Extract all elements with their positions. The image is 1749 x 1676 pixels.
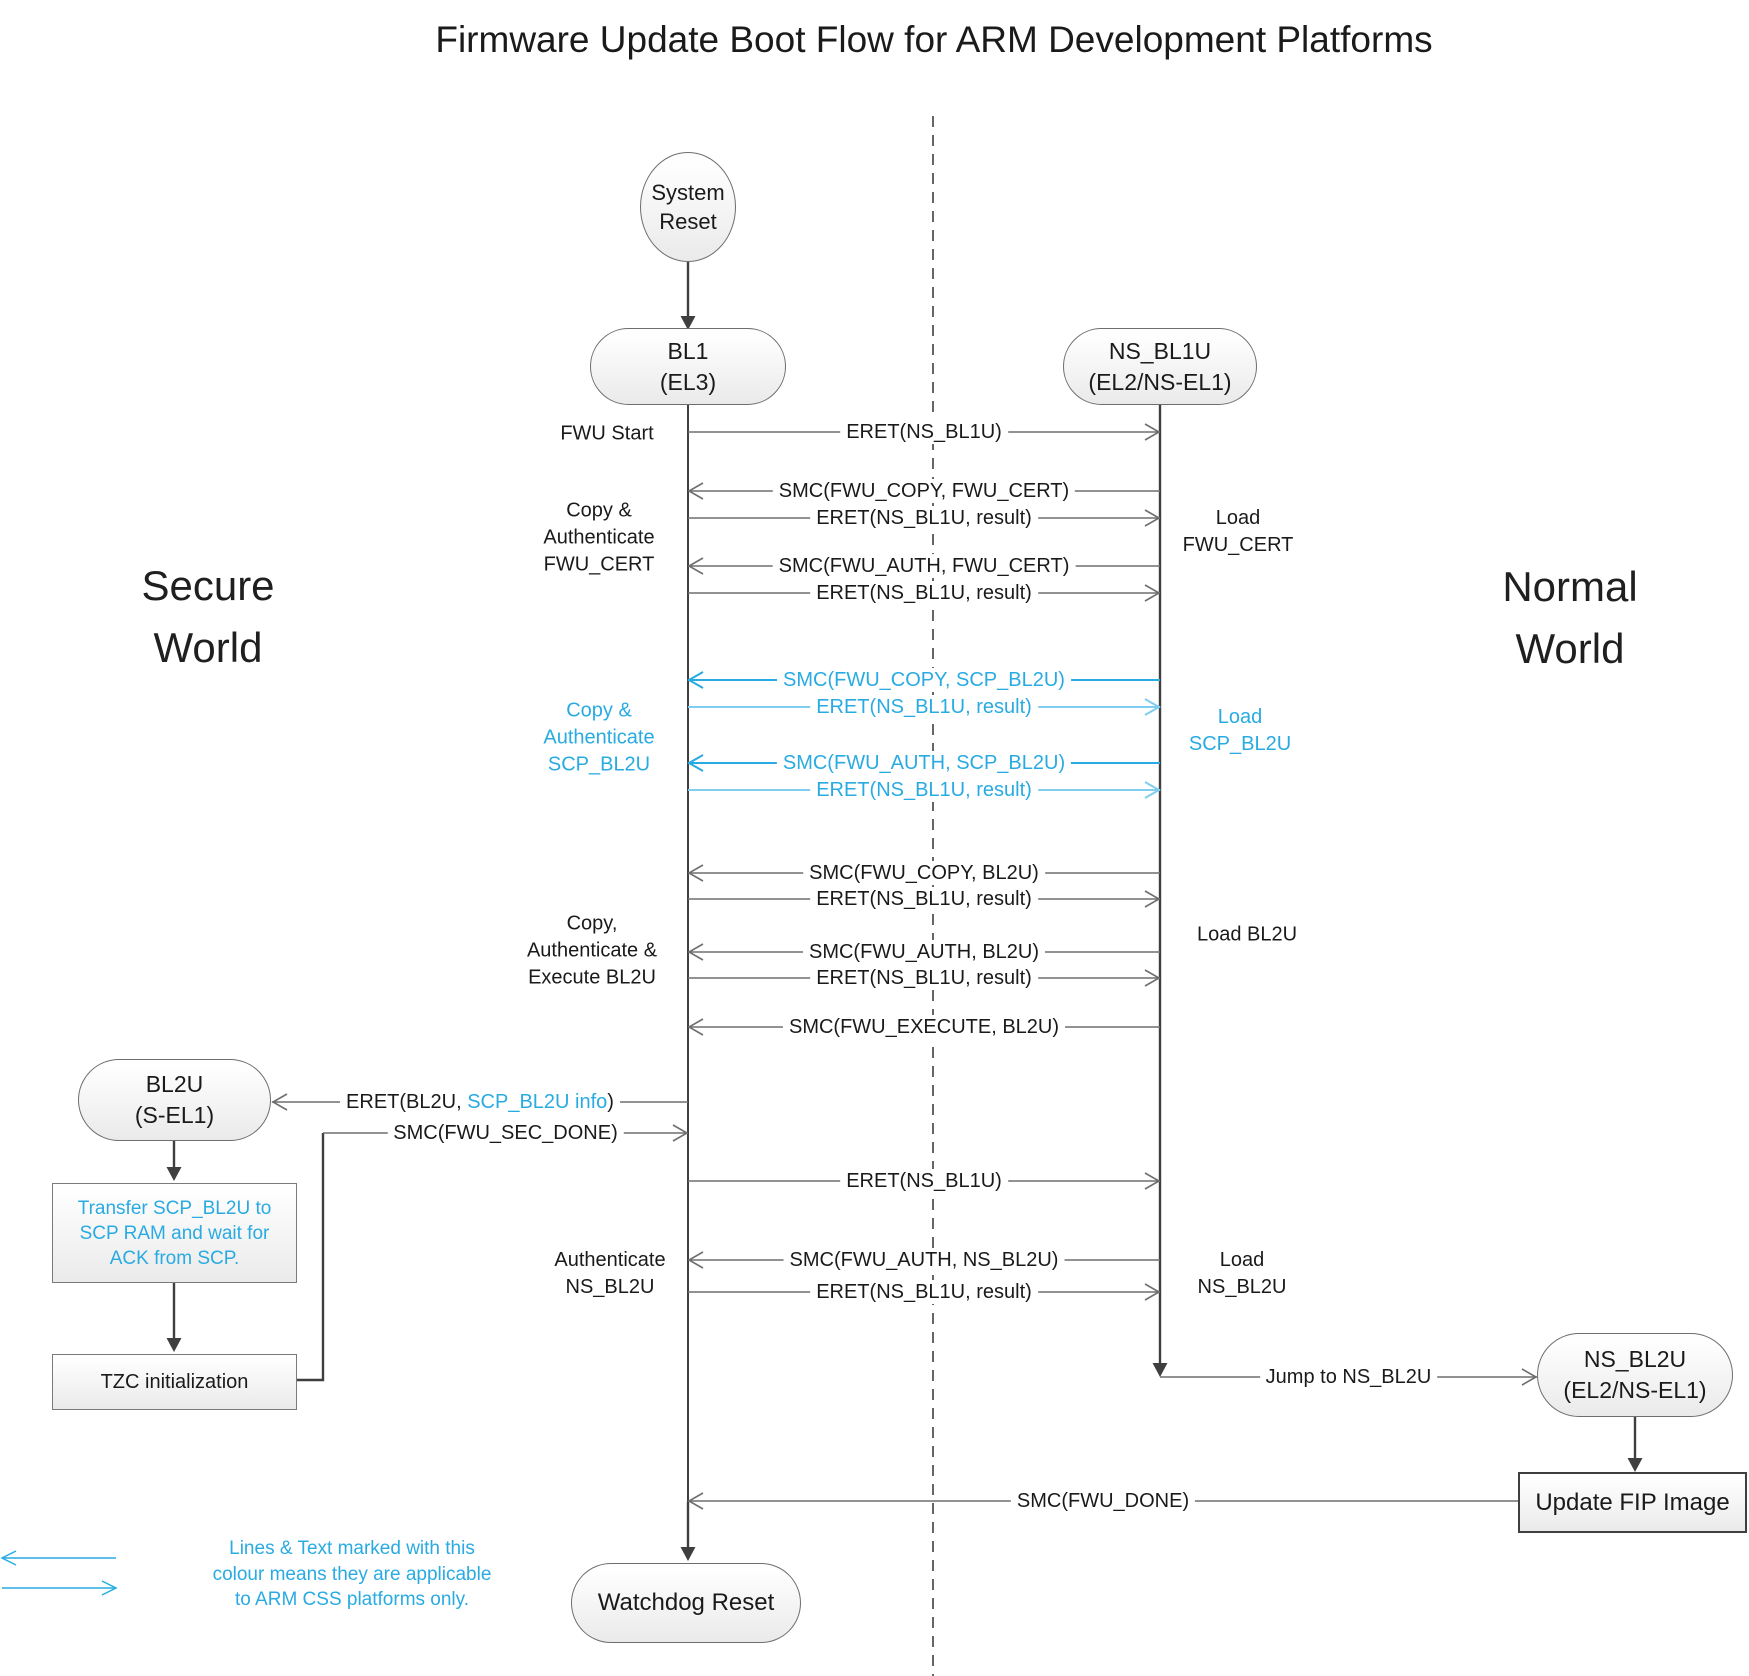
message-arrowhead-11 bbox=[687, 943, 704, 961]
message-arrowhead-3 bbox=[687, 557, 704, 575]
message-arrowhead-9 bbox=[687, 864, 704, 882]
message-arrowhead-4 bbox=[1144, 584, 1161, 602]
message-arrowhead-7 bbox=[686, 754, 704, 772]
message-arrowhead-2 bbox=[1144, 509, 1161, 527]
message-arrowhead-1 bbox=[687, 482, 704, 500]
message-arrowhead-0 bbox=[1144, 423, 1161, 441]
message-arrowhead-13 bbox=[687, 1018, 704, 1036]
message-arrowhead-10 bbox=[1144, 890, 1161, 908]
bl1-to-watchdog-arrowhead bbox=[680, 1547, 696, 1561]
legend-arrowhead-1 bbox=[101, 1580, 118, 1596]
message-arrowhead-17 bbox=[687, 1251, 704, 1269]
message-arrowhead-14 bbox=[271, 1093, 288, 1111]
tzc-return-connector bbox=[297, 1133, 325, 1382]
ns-bl1u-lifeline-end-arrowhead bbox=[1152, 1363, 1168, 1377]
message-arrowhead-18 bbox=[1144, 1283, 1161, 1301]
message-arrowhead-16 bbox=[1144, 1172, 1161, 1190]
message-arrowhead-5 bbox=[686, 671, 704, 689]
message-arrowhead-15 bbox=[672, 1124, 689, 1142]
message-arrowhead-6 bbox=[1144, 698, 1162, 716]
message-arrowhead-20 bbox=[687, 1492, 704, 1510]
message-arrowhead-8 bbox=[1144, 781, 1162, 799]
message-arrowhead-12 bbox=[1144, 969, 1161, 987]
bl2u-to-transfer-arrowhead bbox=[166, 1167, 182, 1181]
message-arrowhead-19 bbox=[1521, 1368, 1538, 1386]
transfer-to-tzc-arrowhead bbox=[166, 1338, 182, 1352]
system-reset-to-bl1-arrowhead bbox=[680, 316, 696, 330]
legend-arrowhead-0 bbox=[0, 1550, 17, 1566]
ns-bl2u-to-update-fip-arrowhead bbox=[1627, 1458, 1643, 1472]
